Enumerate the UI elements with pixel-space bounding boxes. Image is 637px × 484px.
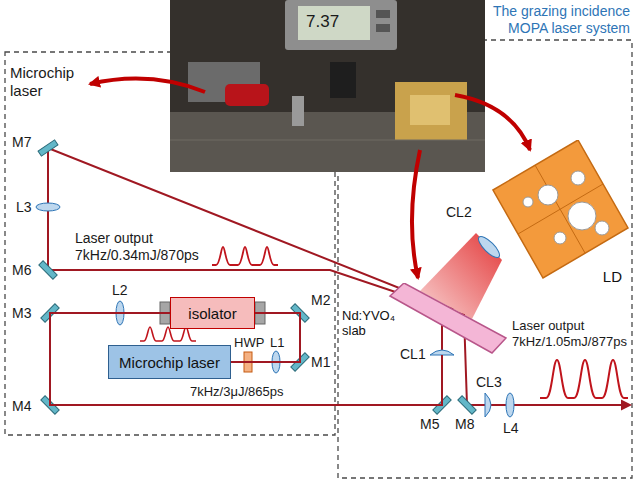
mirror (39, 261, 57, 279)
mirror-label: M8 (455, 416, 474, 433)
seed-spec: 7kHz/3μJ/865ps (190, 384, 283, 400)
node-text: Microchip laser (119, 354, 220, 371)
system-region: The grazing incidence MOPA laser systemL… (338, 40, 632, 478)
mirror (458, 396, 476, 414)
mirror-label: M3 (12, 305, 31, 322)
table-line (170, 140, 485, 141)
mirror-label: M4 (12, 398, 31, 415)
lens-label: L4 (503, 420, 519, 437)
meter-button (376, 24, 390, 32)
cylindrical-lens (476, 234, 503, 261)
mirror-label: M5 (420, 416, 439, 433)
lens-label: L2 (112, 282, 128, 299)
pulse-train (540, 360, 628, 398)
node-text: Nd:YVO₄ slab (342, 308, 402, 338)
output-spec: Laser output 7kHz/1.05mJ/877ps (512, 318, 632, 350)
pointer-arrow (412, 150, 420, 278)
node-text: LD (603, 268, 622, 285)
mirror-label: M6 (12, 262, 31, 279)
lens-label: L3 (16, 199, 32, 216)
laser-source-box: Microchip laser (108, 345, 231, 379)
pointer-arrow (90, 79, 205, 92)
diode-module (410, 95, 450, 125)
mirror-label: M1 (311, 354, 330, 371)
output-arrowhead (621, 400, 632, 411)
lens-label: CL1 (400, 346, 426, 363)
post (292, 96, 304, 126)
diode-module (395, 82, 467, 140)
pointer-arrow (455, 95, 530, 150)
laser-diode: LD (490, 140, 630, 285)
cylindrical-lens (430, 350, 454, 355)
mirror-label: M7 (12, 134, 31, 151)
meter-button (376, 10, 390, 18)
pulse-train (140, 327, 196, 341)
isolator-box: isolator (170, 297, 255, 329)
mirror-label: M2 (311, 292, 330, 309)
mirror (38, 140, 58, 156)
region-title: The grazing incidence MOPA laser system (480, 3, 630, 37)
callout-label: Microchip laser (10, 64, 82, 100)
lens (506, 393, 514, 417)
lens-label: CL3 (476, 374, 502, 391)
photo-background (170, 0, 485, 172)
laser-head (225, 84, 269, 106)
plate-label: HWP (234, 335, 264, 351)
lens-label: CL2 (446, 204, 472, 221)
output-spec: Laser output 7kHz/0.34mJ/870ps (75, 230, 215, 264)
meter-reading: 7.37 (306, 12, 339, 32)
gain-slab: Nd:YVO₄ slab (388, 283, 508, 355)
lens-label: L1 (270, 335, 284, 351)
node-text: isolator (188, 305, 236, 322)
lens (36, 203, 60, 211)
pulse-train (212, 247, 278, 265)
cylindrical-lens (485, 393, 491, 417)
slab-shape (388, 283, 508, 355)
detector-head (330, 62, 356, 98)
power-meter (285, 0, 397, 50)
laser-diode-shape (490, 140, 630, 285)
meter-screen (298, 6, 370, 40)
